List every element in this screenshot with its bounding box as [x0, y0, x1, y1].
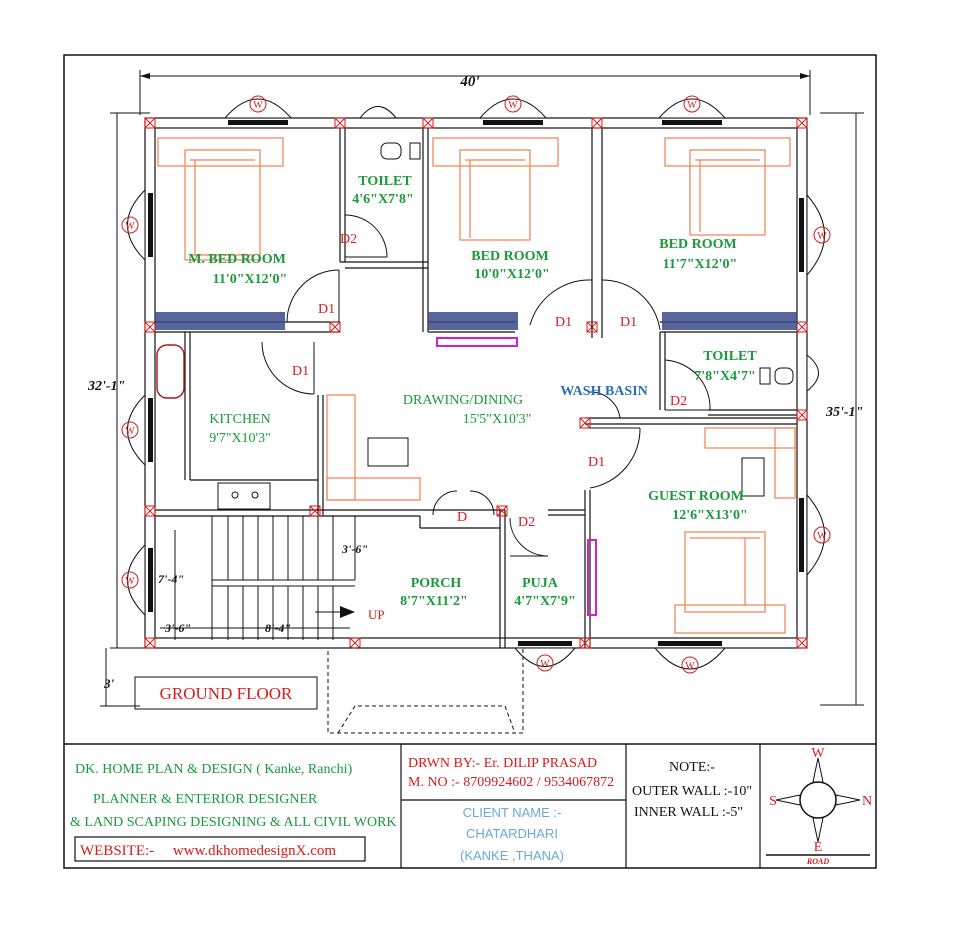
kitchen-sink [217, 482, 271, 510]
room-labels: M. BED ROOM 11'0"X12'0" TOILET 4'6"X7'8"… [188, 174, 757, 609]
tables [367, 437, 765, 497]
drawn-by: DRWN BY:- Er. DILIP PRASAD [408, 756, 597, 771]
client-name: CHATARDHARI [466, 826, 558, 841]
windows [127, 98, 825, 670]
window-label: W [125, 576, 135, 587]
title-block-lines [74, 744, 761, 868]
bed2-size: 10'0"X12'0" [474, 267, 549, 282]
client-label: CLIENT NAME :- [463, 805, 562, 820]
left-depth-dim: 32'-1" [87, 379, 125, 394]
inner-wall-note: INNER WALL :-5" [634, 805, 743, 820]
compass-w: W [811, 746, 825, 761]
stair-dim-d: 8'-4" [265, 621, 291, 635]
kitchen-name: KITCHEN [209, 412, 270, 427]
bed3-size: 11'7"X12'0" [663, 257, 738, 272]
company-line3: & LAND SCAPING DESIGNING & ALL CIVIL WOR… [70, 815, 397, 830]
door-label: D1 [292, 364, 309, 379]
puja-size: 4'7"X7'9" [514, 594, 575, 609]
window-labels: W W W W W W W W W W [121, 95, 831, 674]
note-label: NOTE:- [669, 760, 715, 775]
shelves [436, 337, 597, 616]
porch-depth-dim: 3' [103, 676, 115, 691]
window-label: W [817, 231, 827, 242]
company-line2: PLANNER & ENTERIOR DESIGNER [93, 792, 318, 807]
toilet1-name: TOILET [358, 174, 412, 189]
stair-dim-b: 7'-4" [158, 572, 184, 586]
website-text: WEBSITE:- www.dkhomedesignX.com [80, 843, 336, 859]
wash-basin-label: WASH BASIN [560, 384, 648, 399]
guest-size: 12'6"X13'0" [672, 508, 747, 523]
compass-s: S [769, 794, 777, 809]
toilet2-name: TOILET [703, 349, 757, 364]
company-name: DK. HOME PLAN & DESIGN ( Kanke, Ranchi) [75, 762, 353, 777]
door-label: D [457, 510, 467, 525]
window-label: W [687, 100, 697, 111]
door-label: D2 [670, 394, 687, 409]
compass-n: N [862, 794, 872, 809]
compass-e: E [814, 840, 823, 855]
m-bed-name: M. BED ROOM [188, 252, 286, 267]
window-label: W [540, 659, 550, 670]
road-label: ROAD [806, 857, 829, 866]
window-label: W [125, 426, 135, 437]
window-sill-bars [148, 120, 804, 646]
door-label: D1 [588, 455, 605, 470]
door-labels: D2 D1 D1 D1 D1 D2 D1 D D2 [292, 232, 687, 530]
stair-up-arrow [340, 606, 355, 618]
window-label: W [253, 100, 263, 111]
door-swings [261, 214, 711, 557]
sofa-set [326, 394, 796, 501]
toilet1-size: 4'6"X7'8" [352, 192, 413, 207]
bed3-name: BED ROOM [659, 237, 736, 252]
right-depth-dim: 35'-1" [825, 405, 863, 420]
beds [157, 137, 791, 634]
compass-icon [766, 757, 870, 856]
staircase [160, 516, 356, 640]
ground-floor-title: GROUND FLOOR [160, 684, 293, 703]
guest-name: GUEST ROOM [648, 489, 744, 504]
stair-up-label: UP [368, 607, 385, 622]
kitchen-size: 9'7"X10'3" [209, 431, 271, 446]
door-label: D1 [318, 302, 335, 317]
mobile-number: M. NO :- 8709924602 / 9534067872 [408, 775, 614, 790]
drawing-size: 15'5"X10'3" [463, 412, 532, 427]
window-label: W [508, 100, 518, 111]
porch-name: PORCH [411, 576, 462, 591]
toilet-fixtures [380, 142, 794, 385]
puja-name: PUJA [522, 576, 559, 591]
porch-steps [327, 647, 524, 734]
dim-arrow-left [140, 73, 150, 79]
door-label: D1 [620, 315, 637, 330]
window-label: W [125, 221, 135, 232]
bed2-name: BED ROOM [471, 249, 548, 264]
ground-floor-box [134, 676, 318, 710]
m-bed-size: 11'0"X12'0" [213, 272, 288, 287]
overall-width-dim: 40' [459, 74, 479, 90]
dim-arrow-right [800, 73, 810, 79]
porch-size: 8'7"X11'2" [400, 594, 468, 609]
client-place: (KANKE ,THANA) [460, 848, 564, 863]
door-label: D1 [555, 315, 572, 330]
stair-dim-a: 3'-6" [341, 542, 368, 556]
bathtub [156, 344, 185, 399]
drawing-name: DRAWING/DINING [403, 393, 523, 408]
sheet-border [63, 54, 877, 869]
door-label: D2 [340, 232, 357, 247]
toilet2-size: 7'8"X4'7" [694, 369, 755, 384]
stair-dim-c: 3'-6" [164, 621, 191, 635]
wardrobes [155, 312, 797, 330]
door-label: D2 [518, 515, 535, 530]
dimension-lines [100, 70, 864, 707]
window-label: W [685, 661, 695, 672]
outer-wall-note: OUTER WALL :-10" [632, 784, 752, 799]
window-label: W [817, 531, 827, 542]
